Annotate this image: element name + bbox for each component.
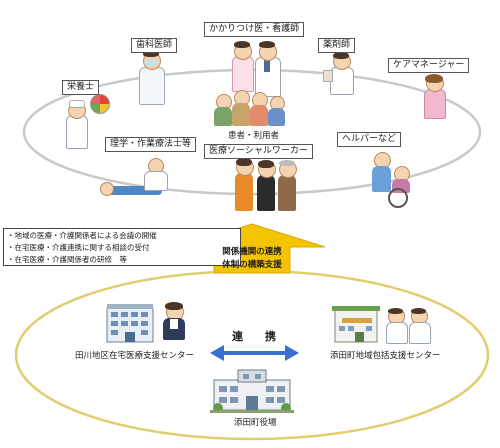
home-care-center-building (106, 304, 154, 343)
activity-item: ・在宅医療・介護連携に関する相談の受付 (7, 243, 150, 252)
community-support-center-building (332, 306, 380, 343)
social-worker-figure-3 (276, 160, 298, 214)
activities-list: ・地域の医療・介護関係者による会議の開催 ・在宅医療・介護連携に関する相談の受付… (3, 228, 241, 266)
care-manager-figure (421, 74, 447, 119)
food-plate-icon (90, 94, 110, 114)
pharmacist-label: 薬剤師 (318, 38, 356, 53)
helper-figure (372, 150, 420, 208)
activity-item: ・地域の医療・介護関係者による会議の開催 (7, 231, 157, 240)
patients-group (212, 88, 292, 128)
dentist-figure (136, 50, 166, 106)
community-support-center-label: 添田町地域包括支援センター (330, 351, 441, 361)
helper-label: ヘルパーなど (337, 132, 402, 147)
nutritionist-figure (63, 100, 89, 152)
social-worker-figure-2 (255, 160, 277, 214)
care-manager-label: ケアマネージャー (388, 58, 470, 73)
town-hall-building (210, 369, 294, 413)
cooperation-label: 連 携 (232, 330, 276, 343)
link-double-arrow (210, 345, 299, 361)
social-worker-figure-1 (233, 158, 255, 214)
nurse-figure (229, 40, 255, 94)
nutritionist-label: 栄養士 (62, 80, 100, 95)
support-arrow-line1: 関係機関の連携 (222, 247, 282, 257)
support-center-staff-2 (408, 308, 431, 344)
therapist-label: 理学・作業療法士等 (105, 137, 197, 152)
family-doctor-nurse-label: かかりつけ医・看護師 (204, 22, 305, 37)
home-care-center-staff (160, 302, 188, 342)
support-arrow-text: 関係機関の連携 体制の構築支援 (214, 246, 290, 272)
support-center-staff-1 (385, 308, 408, 344)
home-care-center-label: 田川地区在宅医療支援センター (75, 351, 195, 361)
pharmacist-figure (323, 52, 355, 96)
dentist-label: 歯科医師 (131, 38, 178, 53)
support-arrow-line2: 体制の構築支援 (222, 260, 282, 270)
patients-label: 患者・利用者 (228, 131, 280, 141)
activity-item: ・在宅医療・介護関係者の研修 等 (7, 255, 127, 264)
family-doctor-figure (253, 40, 281, 98)
social-worker-label: 医療ソーシャルワーカー (204, 144, 313, 159)
town-hall-label: 添田町役場 (234, 418, 277, 428)
therapist-figure (100, 158, 176, 198)
